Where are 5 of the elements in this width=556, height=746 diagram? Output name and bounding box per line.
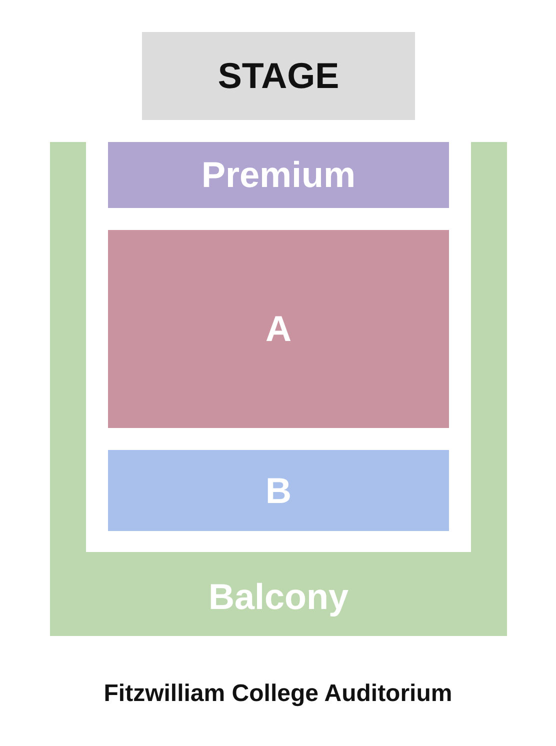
seating-section: Premium	[108, 142, 449, 208]
seating-section: A	[108, 230, 449, 428]
caption: Fitzwilliam College Auditorium	[102, 680, 454, 708]
stage-block: STAGE	[142, 32, 415, 120]
seating-section: B	[108, 450, 449, 531]
